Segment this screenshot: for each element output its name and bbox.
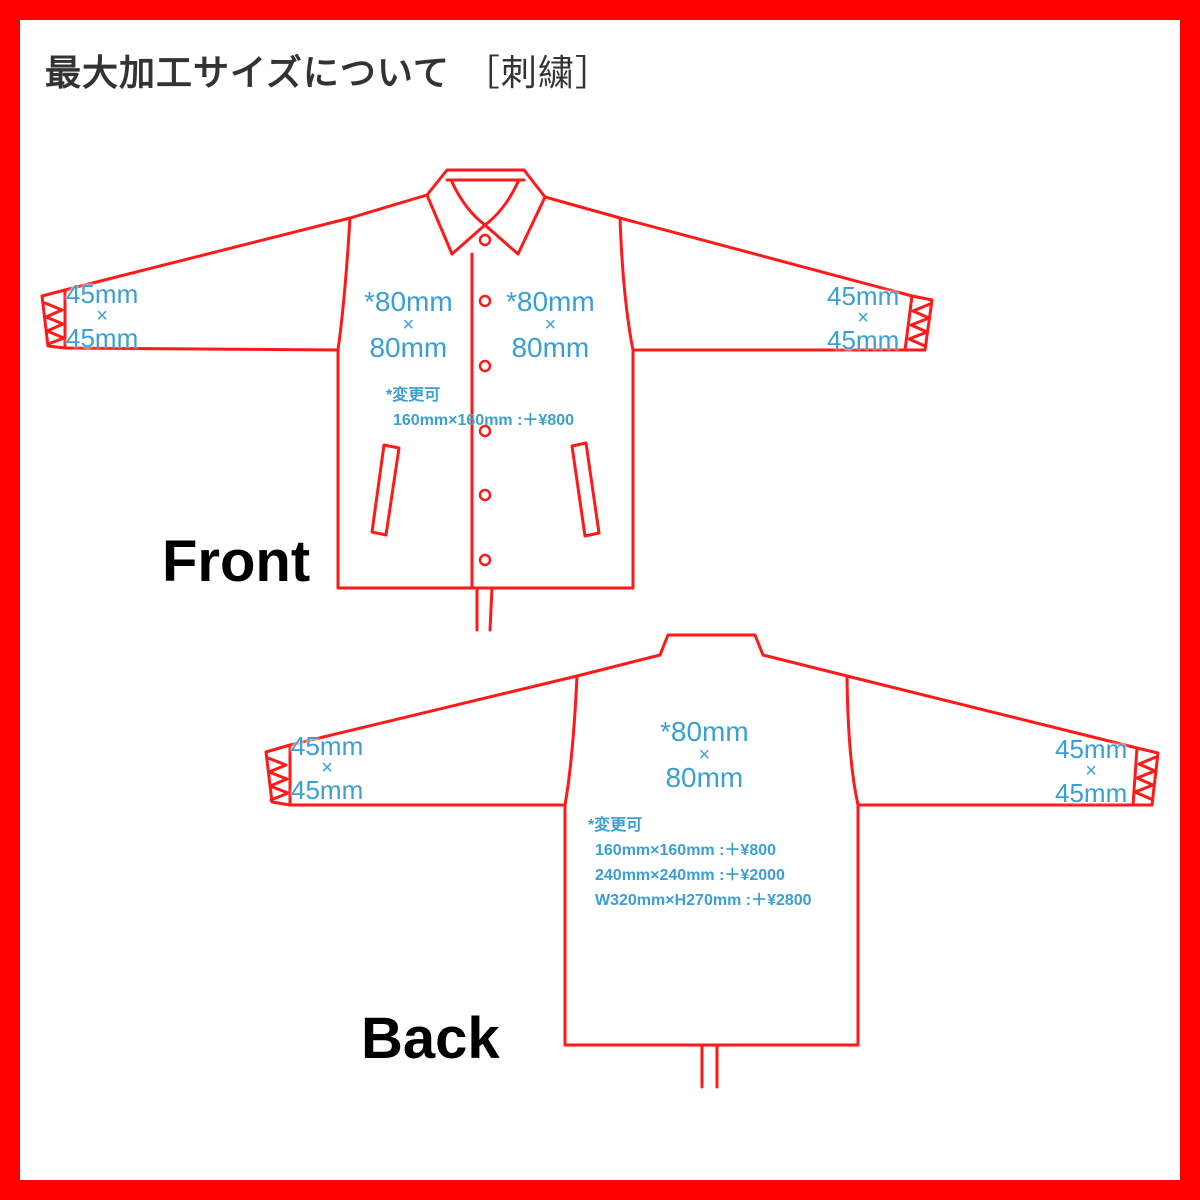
back-body xyxy=(563,674,860,1047)
back-center-size: *80mm×80mm xyxy=(660,716,749,793)
front-buttons xyxy=(478,233,492,567)
front-left-pocket xyxy=(370,443,401,537)
back-right-cuff xyxy=(1131,746,1160,807)
front-right-pocket xyxy=(570,441,601,538)
front-body xyxy=(336,216,635,590)
front-drawstrings xyxy=(475,586,494,632)
front-jacket xyxy=(40,168,934,632)
back-label: Back xyxy=(361,1006,500,1071)
title-text: 最大加工サイズについて xyxy=(45,53,450,94)
back-left-cuff xyxy=(264,743,292,807)
front-left-sleeve-size: 45mm×45mm xyxy=(66,279,139,353)
front-collar xyxy=(425,168,547,256)
back-collar xyxy=(658,633,765,657)
front-left-chest-size: *80mm×80mm xyxy=(364,286,453,363)
back-right-sleeve-size: 45mm×45mm xyxy=(1055,734,1128,808)
back-drawstrings xyxy=(700,1043,719,1089)
front-right-cuff xyxy=(903,294,934,352)
back-jacket xyxy=(264,633,1160,1089)
front-right-sleeve-size: 45mm×45mm xyxy=(827,281,900,355)
back-left-sleeve-size: 45mm×45mm xyxy=(291,731,364,805)
title-bracket: ［刺繍］ xyxy=(463,53,612,94)
front-right-chest-size: *80mm×80mm xyxy=(506,286,595,363)
front-label: Front xyxy=(162,529,311,594)
front-left-cuff xyxy=(40,288,67,350)
page-title: 最大加工サイズについて ［刺繍］ xyxy=(45,44,612,96)
